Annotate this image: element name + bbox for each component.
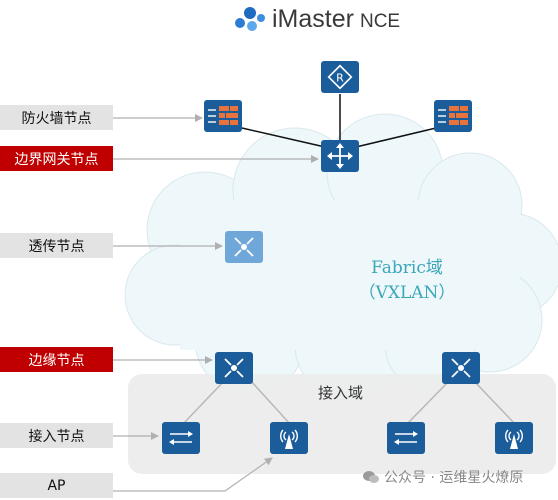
fabric-domain-label: Fabric域 （VXLAN）	[337, 256, 477, 306]
label-firewall-node: 防火墙节点	[0, 105, 113, 130]
imaster-nce-logo: iMaster NCE	[234, 2, 434, 36]
firewall-left-icon	[204, 100, 242, 132]
access-point-right-icon	[495, 422, 533, 454]
firewall-right-icon	[434, 100, 472, 132]
fabric-title: Fabric域	[371, 258, 443, 278]
access-domain-box	[128, 374, 556, 474]
label-border-gateway-node: 边界网关节点	[0, 146, 113, 171]
access-point-left-icon	[270, 422, 308, 454]
wechat-icon	[363, 471, 379, 483]
label-access-node: 接入节点	[0, 423, 113, 448]
watermark: 公众号 · 运维星火燎原	[362, 467, 523, 487]
border-gateway-switch-icon	[321, 140, 359, 172]
access-domain-label: 接入域	[318, 384, 364, 402]
label-ap: AP	[0, 473, 113, 498]
label-edge-node: 边缘节点	[0, 347, 113, 372]
access-switch-left-icon	[162, 422, 200, 454]
logo-product: NCE	[359, 10, 401, 32]
huawei-petal-logo-icon	[235, 7, 265, 31]
fabric-subtitle: （VXLAN）	[358, 283, 456, 303]
svg-text:R: R	[336, 72, 344, 85]
watermark-text: 公众号 · 运维星火燎原	[384, 470, 524, 486]
logo-brand: iMaster	[272, 4, 354, 33]
edge-switch-left-icon	[215, 352, 253, 384]
router-icon: R	[321, 61, 359, 93]
access-switch-right-icon	[387, 422, 425, 454]
transit-switch-icon	[225, 231, 263, 263]
edge-switch-right-icon	[442, 352, 480, 384]
label-transit-node: 透传节点	[0, 233, 113, 258]
